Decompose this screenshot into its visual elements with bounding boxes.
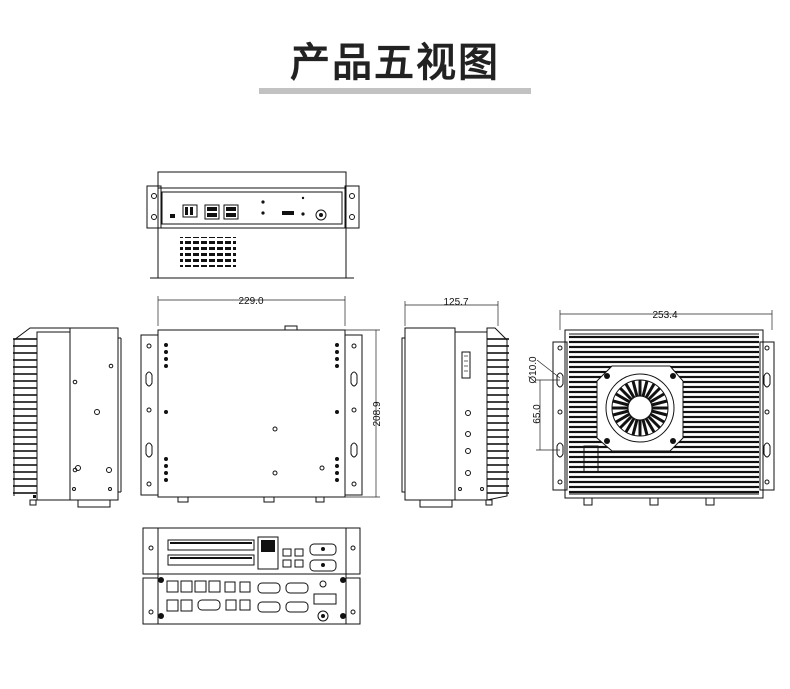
- side-width-dimension: 125.7: [443, 297, 468, 308]
- top-width-dimension: 253.4: [652, 310, 677, 321]
- title-underline: [259, 88, 531, 94]
- top-view: 253.4: [528, 310, 775, 506]
- front-width-dimension: 229.0: [238, 296, 263, 307]
- front-panel-view: [146, 171, 360, 279]
- left-side-view: [13, 327, 122, 508]
- page-title: 产品五视图: [290, 40, 500, 86]
- right-side-view: 125.7: [401, 297, 509, 508]
- fan-icon: [596, 365, 684, 452]
- hole-spacing-dimension: 65.0: [532, 404, 543, 424]
- main-front-view: 229.0: [140, 296, 383, 503]
- rear-io-view: [142, 527, 361, 625]
- hole-diameter-dimension: Ø10.0: [528, 356, 539, 384]
- front-height-dimension: 208.9: [372, 401, 383, 426]
